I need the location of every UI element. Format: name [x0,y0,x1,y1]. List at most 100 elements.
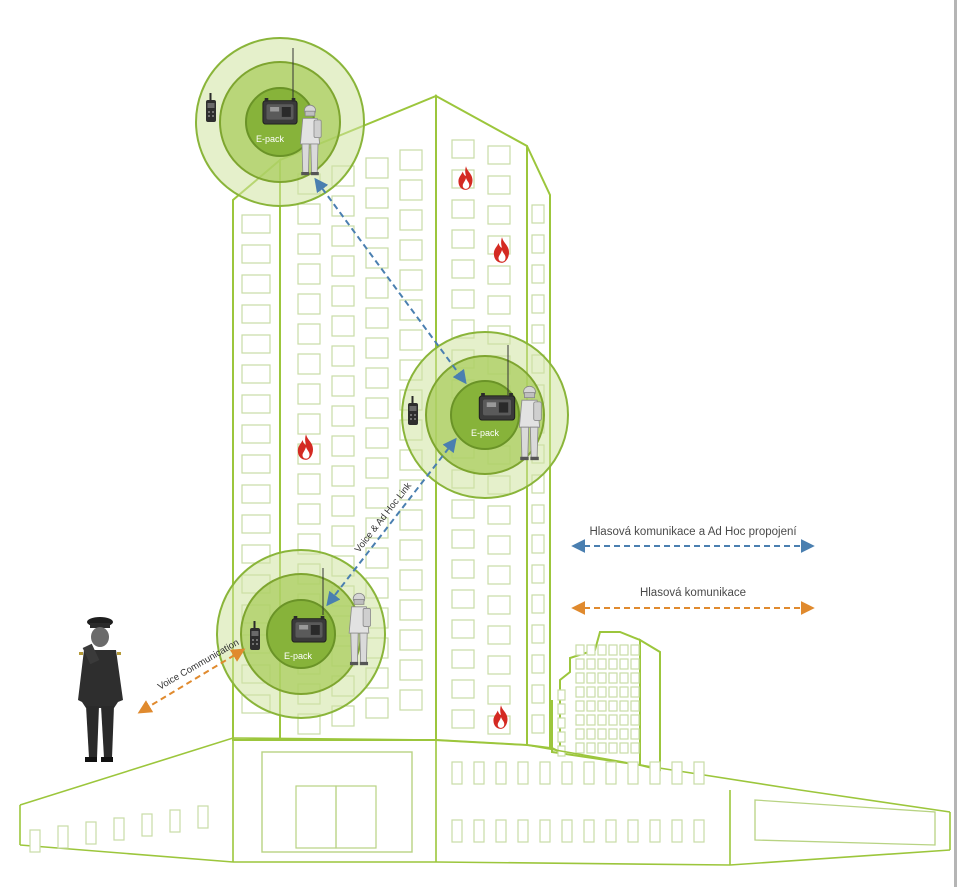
window [451,649,475,669]
podium-top-edge [19,737,951,813]
window [451,709,475,729]
window [531,294,545,314]
epack-device-icon [262,98,298,125]
voice-link-arrow [137,648,246,714]
epack-label: E-pack [256,134,285,144]
window [586,742,596,754]
window [331,405,355,427]
window [365,247,389,269]
window [597,700,607,712]
window [365,697,389,719]
window [630,644,640,656]
window [451,559,475,579]
podium-panel-right [754,799,936,846]
coverage-node-bottom: E-pack [216,549,386,719]
window [531,234,545,254]
window [197,805,209,829]
window [531,534,545,554]
window [451,139,475,159]
window [619,728,629,740]
window [399,239,423,261]
window [399,539,423,561]
small-building [551,631,661,772]
podium-windows [29,761,705,853]
window [85,821,97,845]
window [487,595,511,615]
window [487,205,511,225]
window [557,689,566,701]
window [451,619,475,639]
window [399,599,423,621]
window [586,714,596,726]
window [597,672,607,684]
window [597,644,607,656]
window [451,761,463,785]
window [539,819,551,843]
window [619,700,629,712]
window [241,514,271,534]
window [241,454,271,474]
window [605,761,617,785]
entrance-frame [261,751,413,853]
window [297,503,321,525]
window [557,717,566,729]
window [608,728,618,740]
window [451,589,475,609]
window [241,364,271,384]
window [451,679,475,699]
window [531,564,545,584]
window [586,672,596,684]
window [365,397,389,419]
window [399,659,423,681]
window [331,435,355,457]
window [619,742,629,754]
window [630,672,640,684]
window [619,672,629,684]
window [297,263,321,285]
window [597,686,607,698]
window [365,157,389,179]
window [297,323,321,345]
window [630,658,640,670]
window [331,495,355,517]
window [531,594,545,614]
window [575,644,585,656]
window [399,209,423,231]
window [575,714,585,726]
window [597,742,607,754]
window [597,728,607,740]
window [241,334,271,354]
window [575,700,585,712]
window [451,529,475,549]
coverage-node-top: E-pack [195,37,365,207]
window [531,204,545,224]
window [608,700,618,712]
window [365,487,389,509]
window [487,535,511,555]
window [561,761,573,785]
window [517,761,529,785]
window [451,229,475,249]
window [399,509,423,531]
window [399,179,423,201]
window [365,457,389,479]
window [487,685,511,705]
window [297,233,321,255]
window [630,714,640,726]
epack-label: E-pack [284,651,313,661]
window [575,672,585,684]
window [517,819,529,843]
window [608,714,618,726]
window [331,255,355,277]
window [608,658,618,670]
epack-device-icon [291,616,327,643]
window [57,825,69,849]
adhoc-link-arrow-upper [314,177,467,385]
window [297,413,321,435]
window [241,394,271,414]
window [649,819,661,843]
window [531,714,545,734]
window [583,761,595,785]
coverage-node-middle: E-pack [401,331,569,499]
